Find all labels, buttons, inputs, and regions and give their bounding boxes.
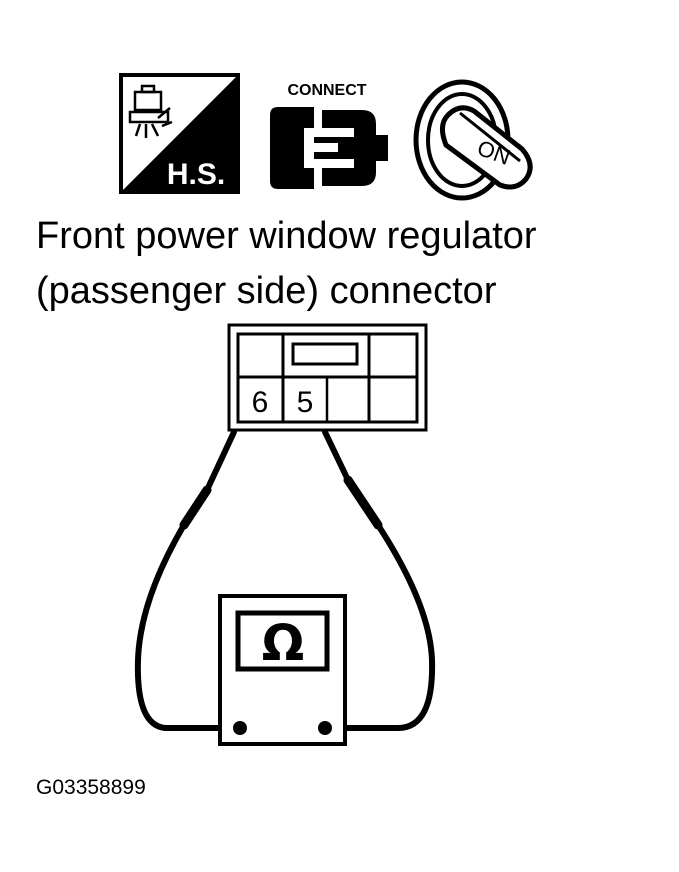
connector: 6 5 (227, 323, 428, 432)
caption-line-2: (passenger side) connector (36, 270, 497, 312)
pin-5-label: 5 (297, 386, 314, 419)
ignition-key-on-icon: ON (413, 79, 533, 201)
connector-connect-icon: CONNECT (270, 82, 388, 189)
ohmmeter: Ω (218, 594, 347, 746)
ohm-symbol: Ω (262, 614, 305, 672)
caption-line-1: Front power window regulator (36, 215, 537, 257)
pin-6-label: 6 (252, 386, 269, 419)
meter-terminal-left (233, 721, 247, 735)
hot-soak-icon: H.S. (119, 73, 240, 194)
connect-label: CONNECT (287, 82, 366, 99)
test-leads (134, 429, 436, 731)
figure-id: G03358899 (36, 776, 146, 799)
meter-terminal-right (318, 721, 332, 735)
hot-soak-label: H.S. (167, 158, 225, 191)
